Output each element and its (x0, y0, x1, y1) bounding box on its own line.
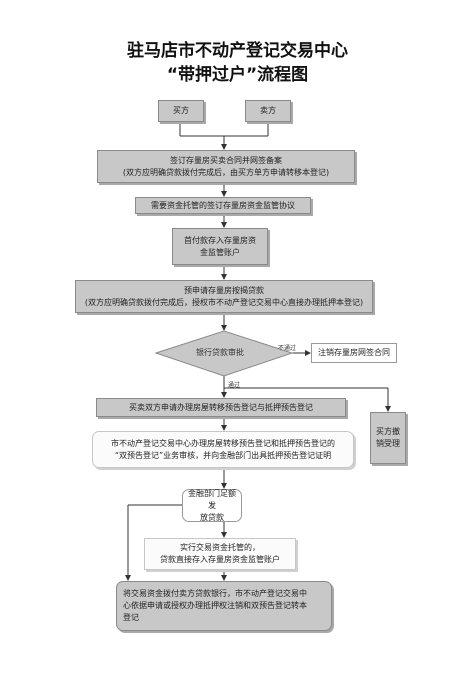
buyer-box: 买方 (158, 100, 204, 122)
decision-label: 银行贷款审批 (196, 348, 244, 357)
step-pre-apply-loan: 预申请存量房按揭贷款 (双方应明确贷款拨付完成后，授权市不动产登记交易中心直接办… (75, 280, 373, 313)
step-bank-disburse: 金融部门足额发 放贷款 (182, 489, 242, 522)
step-fund-deposit: 实行交易资金托管的， 贷款直接存入存量房资金监管账户 (144, 538, 296, 570)
step-sign-contract: 签订存量房买卖合同并网签备案 (双方应明确贷款拨付完成后，由买方单方申请转移本登… (97, 150, 355, 183)
pass-label: 通过 (228, 382, 241, 389)
title-line-1: 驻马店市不动产登记交易中心 (127, 41, 348, 61)
title-line-2: “带押过户”流程图 (166, 65, 309, 85)
step-double-pre-registration: 市不动产登记交易中心办理房屋转移预告登记和抵押预告登记的 “双预告登记”业务审核… (92, 431, 354, 468)
fail-label: 不通过 (278, 345, 297, 352)
step-buyer-reject: 买方撤销受理 (370, 412, 406, 464)
step-apply-pre-registration: 买卖双方申请办理房屋转移预告登记与抵押预告登记 (96, 398, 346, 417)
step-final-registration: 将交易资金拨付卖方贷款银行，市不动产登记交易中 心依据申请或授权办理抵押权注销和… (116, 581, 332, 631)
step-down-payment: 首付款存入存量房资 金监管账户 (172, 228, 268, 265)
seller-box: 卖方 (245, 100, 291, 122)
step-fund-supervision: 需要资金托管的签订存量房资金监管协议 (135, 197, 311, 214)
step-cancel-contract: 注销存量房网签合同 (311, 343, 397, 363)
